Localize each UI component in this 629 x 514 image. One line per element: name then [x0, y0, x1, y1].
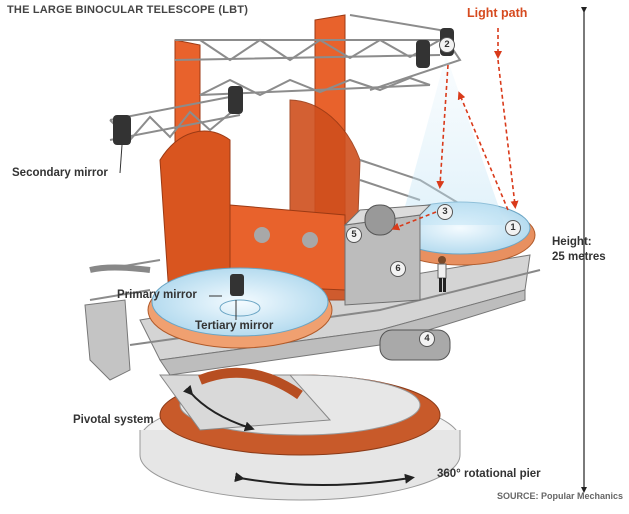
secondary-mirror-label: Secondary mirror: [12, 167, 108, 179]
light-path-arrows: [391, 28, 519, 231]
callout-3: 3: [437, 204, 453, 220]
callout-1: 1: [505, 220, 521, 236]
callout-6: 6: [390, 261, 406, 277]
pivot-arrow: [182, 384, 255, 432]
pivotal-system-label: Pivotal system: [73, 414, 154, 426]
height-label-line1: Height:: [552, 236, 592, 248]
primary-mirror-label: Primary mirror: [117, 289, 197, 301]
person-figure: [437, 256, 447, 292]
left-mirror-cell: [147, 267, 333, 349]
callout-2: 2: [439, 37, 455, 53]
orange-frame: [159, 14, 361, 311]
diagram-title: THE LARGE BINOCULAR TELESCOPE (LBT): [7, 4, 249, 16]
callout-5: 5: [346, 227, 362, 243]
light-beam-cone: [400, 55, 505, 225]
height-label-line2: 25 metres: [552, 251, 606, 263]
side-bracket: [84, 299, 131, 381]
steel-truss: [89, 14, 471, 301]
tertiary-mirror-label: Tertiary mirror: [195, 320, 274, 332]
rotation-arrow: [234, 472, 415, 486]
rotational-pier-label: 360° rotational pier: [437, 468, 541, 480]
callout-4: 4: [419, 331, 435, 347]
leader-lines: [119, 144, 237, 320]
light-path-label: Light path: [467, 6, 528, 20]
source-credit: SOURCE: Popular Mechanics: [496, 491, 623, 501]
